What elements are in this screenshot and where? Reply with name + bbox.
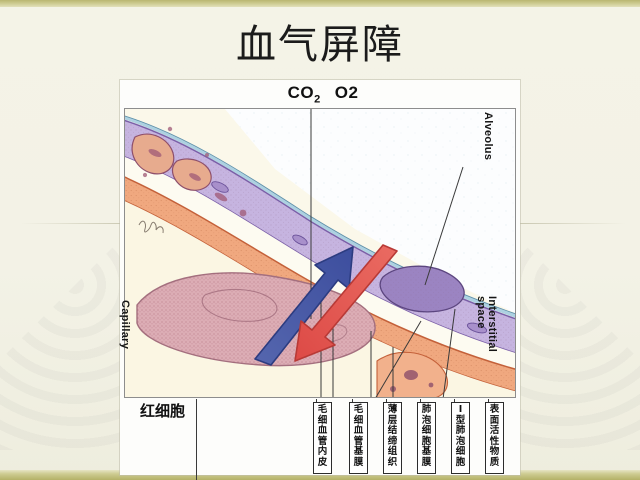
structure-label-char: 细 <box>455 446 466 458</box>
label-capillary: Capillary <box>119 300 131 350</box>
label-interstitial-line1: Interstitial <box>486 296 498 353</box>
structure-label-char: 活 <box>489 425 500 437</box>
structure-label-char: 质 <box>489 456 500 468</box>
structure-label-char: 薄 <box>387 404 398 415</box>
structure-label-char: 细 <box>353 414 364 426</box>
structure-label-char: 层 <box>387 414 398 426</box>
label-alveolus: Alveolus <box>482 112 494 161</box>
structure-label-char: 面 <box>489 414 500 426</box>
leader-line <box>196 399 197 480</box>
structure-label-capillary-endothelium: 毛细血管内皮 <box>313 402 332 474</box>
structure-label-char: 结 <box>387 425 398 437</box>
structure-label-char: 内 <box>317 446 328 458</box>
structure-label-char: 基 <box>421 446 432 458</box>
bottom-decor-band <box>0 470 640 480</box>
structure-label-char: 毛 <box>317 404 328 415</box>
structure-label-char: 细 <box>421 425 432 437</box>
structure-label-char: 缔 <box>387 435 398 447</box>
figure-panel: CO2 O2 <box>120 80 520 480</box>
structure-label-char: 泡 <box>455 435 466 447</box>
label-red-blood-cell: 红细胞 <box>140 402 186 420</box>
structure-label-char: 织 <box>387 456 398 468</box>
structure-label-char: 基 <box>353 446 364 458</box>
page-title: 血气屏障 <box>236 22 404 68</box>
structure-label-char: 组 <box>387 446 398 458</box>
structure-label-char: 血 <box>317 425 328 437</box>
co2-label: CO2 <box>287 83 321 106</box>
structure-label-char: 细 <box>317 414 328 426</box>
structure-label-surfactant: 表面活性物质 <box>485 402 504 474</box>
gas-exchange-labels: CO2 O2 <box>120 83 520 105</box>
blood-gas-barrier-illustration <box>124 108 516 398</box>
structure-label-char: 毛 <box>353 404 364 415</box>
structure-label-thin-connective-tissue: 薄层结缔组织 <box>383 402 402 474</box>
structure-label-char: 膜 <box>421 456 432 468</box>
structure-label-char: 型 <box>455 414 466 426</box>
structure-label-char: 皮 <box>317 456 328 468</box>
structure-label-char: 性 <box>489 435 500 447</box>
structure-label-char: 胞 <box>421 435 432 447</box>
structure-label-char: 胞 <box>455 456 466 468</box>
structure-label-char: 泡 <box>421 414 432 426</box>
structure-label-char: 肺 <box>421 404 432 415</box>
structure-label-capillary-basement: 毛细血管基膜 <box>349 402 368 474</box>
structure-label-char: 血 <box>353 425 364 437</box>
o2-label: O2 <box>334 83 359 102</box>
structure-label-char: 膜 <box>353 456 364 468</box>
top-decor-band <box>0 0 640 7</box>
structure-label-char: 管 <box>317 435 328 447</box>
structure-label-char: 管 <box>353 435 364 447</box>
structure-label-alveolar-basement: 肺泡细胞基膜 <box>417 402 436 474</box>
structure-label-char: I <box>458 404 463 415</box>
structure-label-char: 物 <box>489 446 500 458</box>
structure-label-char: 肺 <box>455 425 466 437</box>
structure-label-char: 表 <box>489 404 500 415</box>
label-interstitial-line2: space <box>475 296 487 329</box>
